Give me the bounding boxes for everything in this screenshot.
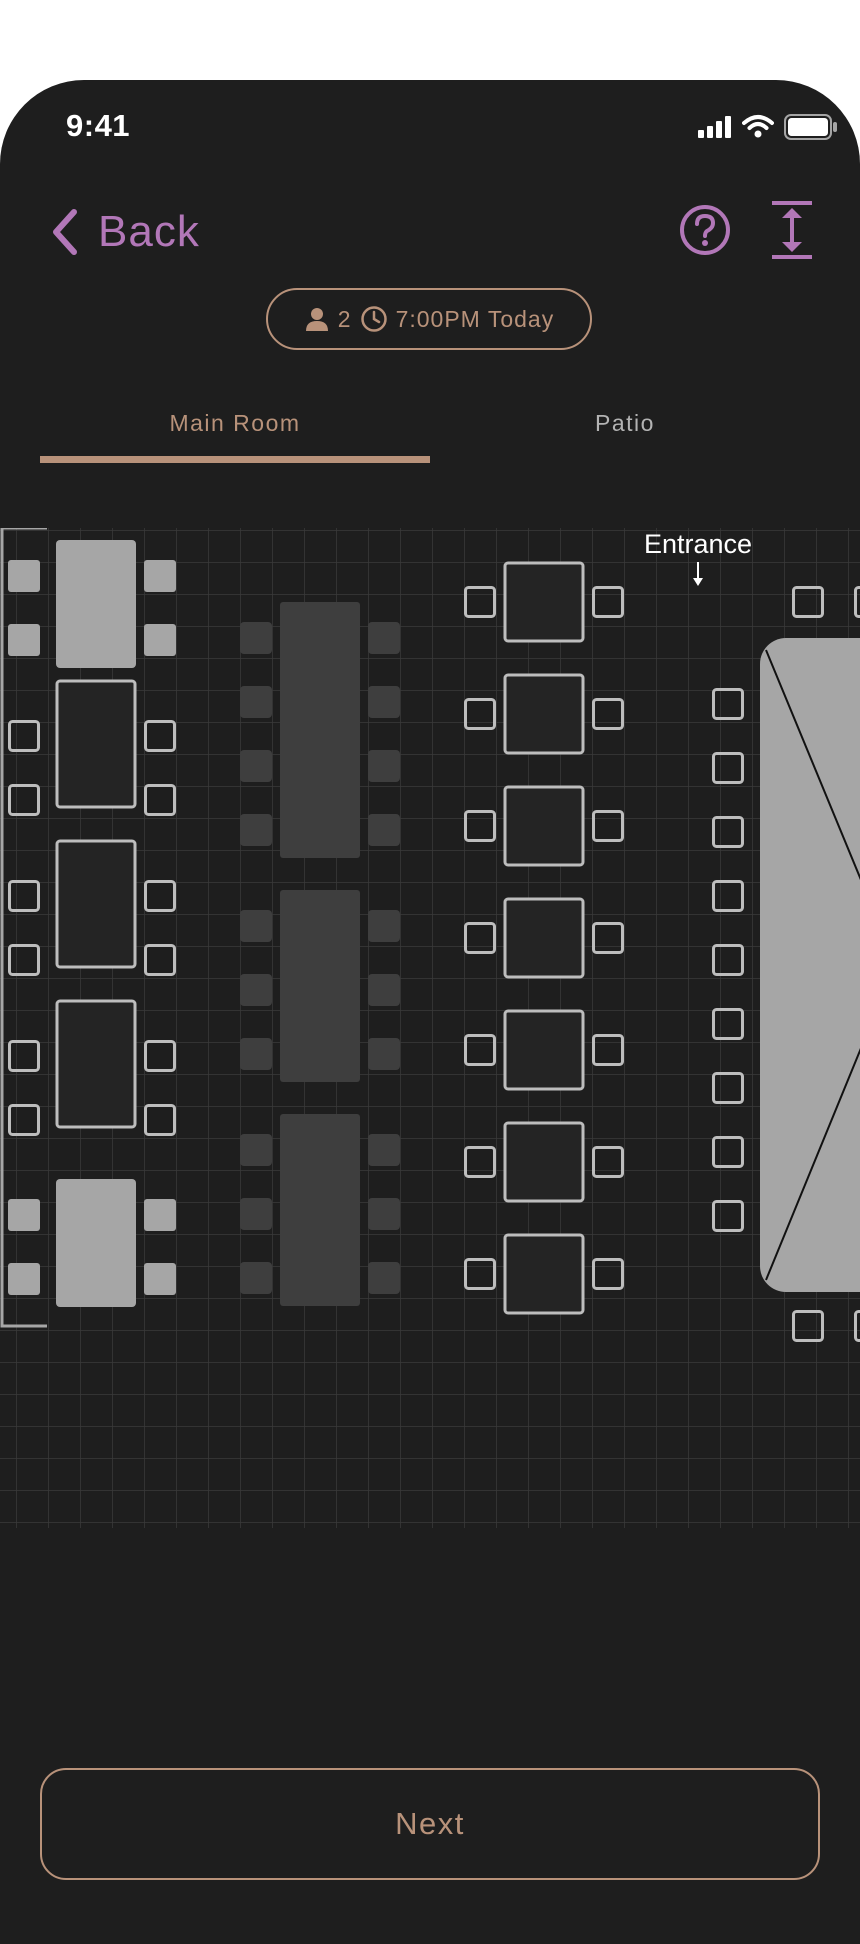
party-size: 2: [337, 305, 352, 332]
floor-grid: [0, 528, 860, 1528]
table-two-top-5[interactable]: [464, 1009, 624, 1091]
cellular-signal-icon: [698, 116, 731, 138]
chevron-left-icon: [53, 209, 77, 255]
table-booth-2[interactable]: [8, 679, 176, 816]
expand-vertical-icon[interactable]: [768, 200, 816, 260]
help-icon[interactable]: [678, 203, 732, 257]
battery-icon: [784, 114, 837, 140]
reservation-time: 7:00PM Today: [395, 305, 555, 332]
back-label: Back: [98, 207, 200, 256]
reservation-summary-pill[interactable]: 2 7:00PM Today: [266, 288, 592, 350]
app-screen: 9:41 Back 2: [0, 80, 860, 1944]
table-booth-3[interactable]: [8, 839, 176, 976]
table-two-top-2[interactable]: [464, 561, 624, 643]
tab-patio[interactable]: Patio: [595, 410, 655, 436]
table-long-3[interactable]: [240, 1114, 400, 1306]
bar-counter: [760, 638, 860, 1292]
floor-plan[interactable]: Entrance: [0, 528, 860, 1528]
table-booth-1[interactable]: [8, 540, 176, 668]
table-two-top-7[interactable]: [464, 1233, 624, 1315]
entrance-label: Entrance: [644, 529, 752, 559]
table-long-2[interactable]: [240, 890, 400, 1082]
table-two-top-1[interactable]: [464, 673, 624, 755]
entrance-arrow-icon: [693, 562, 703, 586]
table-booth-5[interactable]: [8, 1179, 176, 1307]
person-icon: [305, 308, 328, 331]
wifi-icon: [742, 115, 774, 138]
table-long-1[interactable]: [240, 602, 400, 858]
booth-wall-left: [0, 528, 47, 1328]
tab-main-room[interactable]: Main Room: [169, 410, 301, 436]
table-booth-4[interactable]: [8, 999, 176, 1136]
clock-icon: [360, 306, 387, 332]
table-two-top-6[interactable]: [464, 1121, 624, 1203]
back-button[interactable]: Back: [50, 200, 200, 264]
bar-stools[interactable]: [712, 586, 860, 1342]
next-button[interactable]: Next: [40, 1768, 820, 1880]
table-two-top-4[interactable]: [464, 897, 624, 979]
status-time: 9:41: [66, 108, 131, 143]
table-two-top-3[interactable]: [464, 785, 624, 867]
active-tab-indicator: [40, 456, 430, 463]
